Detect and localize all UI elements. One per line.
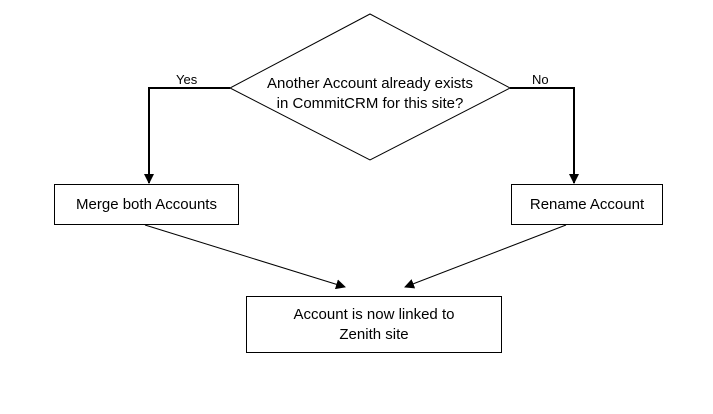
merge-accounts-box: Merge both Accounts [54, 184, 239, 225]
decision-question: Another Account already exists in Commit… [240, 74, 500, 114]
account-linked-line-1: Account is now linked to [293, 305, 455, 323]
account-linked-box: Account is now linked to Zenith site [246, 296, 502, 353]
account-linked-line-2: Zenith site [339, 325, 409, 343]
yes-branch-connector [144, 87, 230, 184]
rename-account-label: Rename Account [529, 195, 645, 213]
merge-accounts-label: Merge both Accounts [76, 195, 217, 213]
rename-to-result-connector [404, 224, 567, 289]
yes-branch-label: Yes [176, 72, 198, 87]
decision-question-line-1: Another Account already exists [267, 75, 473, 92]
merge-to-result-connector [144, 224, 346, 290]
no-branch-label: No [532, 72, 549, 87]
decision-diamond [228, 13, 512, 161]
rename-account-box: Rename Account [511, 184, 663, 225]
no-branch-connector [510, 87, 579, 184]
decision-question-line-2: in CommitCRM for this site? [276, 95, 464, 112]
